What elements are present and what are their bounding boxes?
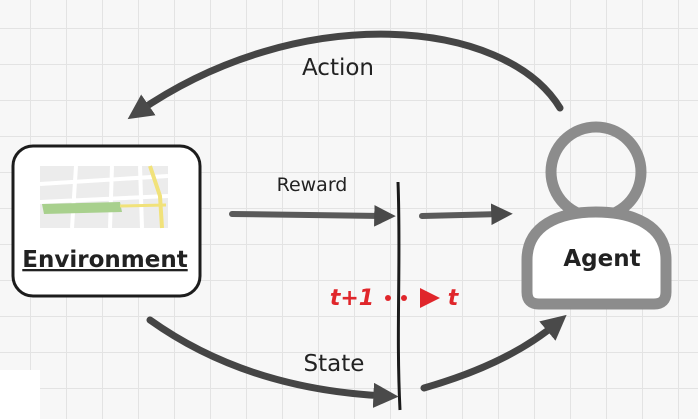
reward-arrow-left — [229, 205, 396, 227]
action-label: Action — [302, 55, 374, 81]
action-arrow — [127, 30, 564, 120]
agent-head-icon — [545, 121, 647, 223]
state-arrow-right — [420, 314, 567, 392]
environment-label: Environment — [22, 247, 187, 273]
time-arrowhead — [420, 288, 440, 308]
state-label: State — [304, 351, 365, 377]
agent-body-icon — [521, 206, 672, 310]
agent-label: Agent — [563, 246, 640, 272]
state-arrow-left — [146, 316, 399, 408]
time-dot-2 — [401, 295, 407, 301]
time-divider — [396, 181, 402, 411]
time-next-label: t+1 — [330, 286, 374, 311]
agent-node: Agent — [521, 121, 672, 310]
reward-arrow-right — [419, 203, 513, 226]
environment-node: Environment — [11, 144, 202, 298]
time-current-label: t — [448, 286, 460, 311]
map-icon — [39, 165, 169, 229]
reward-label: Reward — [277, 174, 348, 196]
time-dot-1 — [385, 295, 391, 301]
corner-patch — [0, 370, 40, 419]
